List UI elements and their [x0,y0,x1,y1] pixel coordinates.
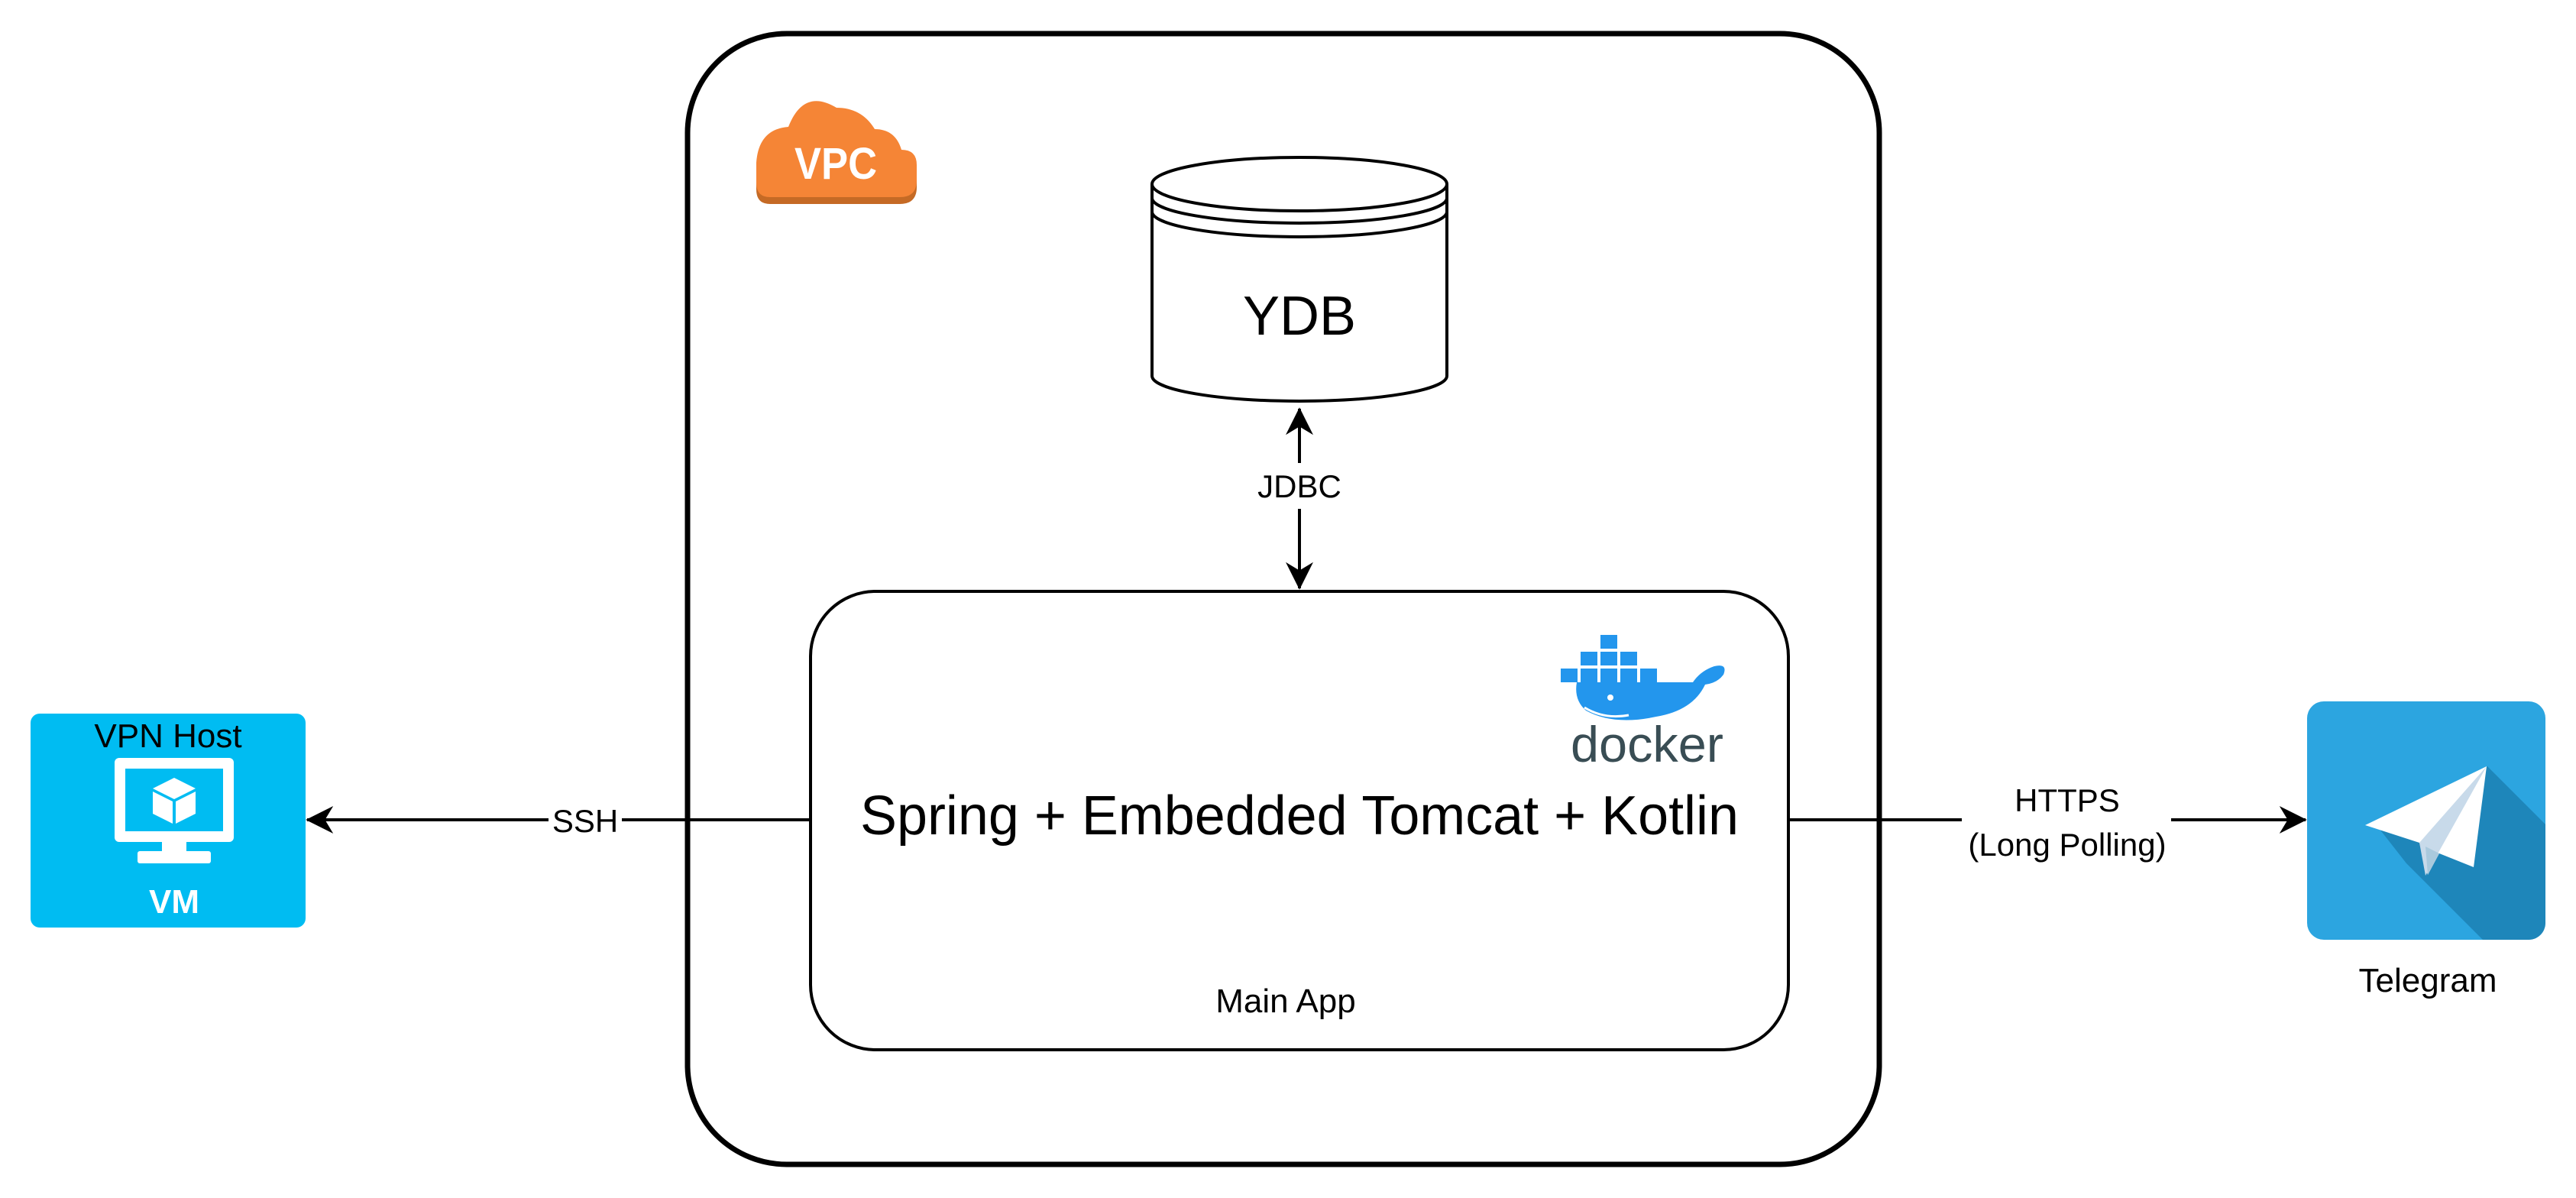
ydb-database: YDB [1150,156,1448,403]
vm-badge: VM [149,883,199,921]
vpc-cloud-icon: VPC [756,101,917,204]
main-app-caption: Main App [1215,983,1355,1020]
telegram-icon: Telegram [2307,701,2545,999]
vpc-label: VPC [794,139,877,189]
ydb-label: YDB [1243,286,1356,347]
https-label: HTTPS [2015,782,2120,818]
main-app-title: Spring + Embedded Tomcat + Kotlin [860,785,1739,847]
ssh-label: SSH [552,803,618,839]
jdbc-label: JDBC [1257,468,1341,504]
vpn-host-node: VPN Host VM [31,714,306,928]
vpn-host-title: VPN Host [94,717,241,755]
telegram-label: Telegram [2359,962,2497,999]
vm-monitor-icon [115,758,234,863]
long-polling-label: (Long Polling) [1968,827,2166,863]
docker-icon: docker [1559,633,1725,772]
docker-wordmark: docker [1571,716,1723,772]
